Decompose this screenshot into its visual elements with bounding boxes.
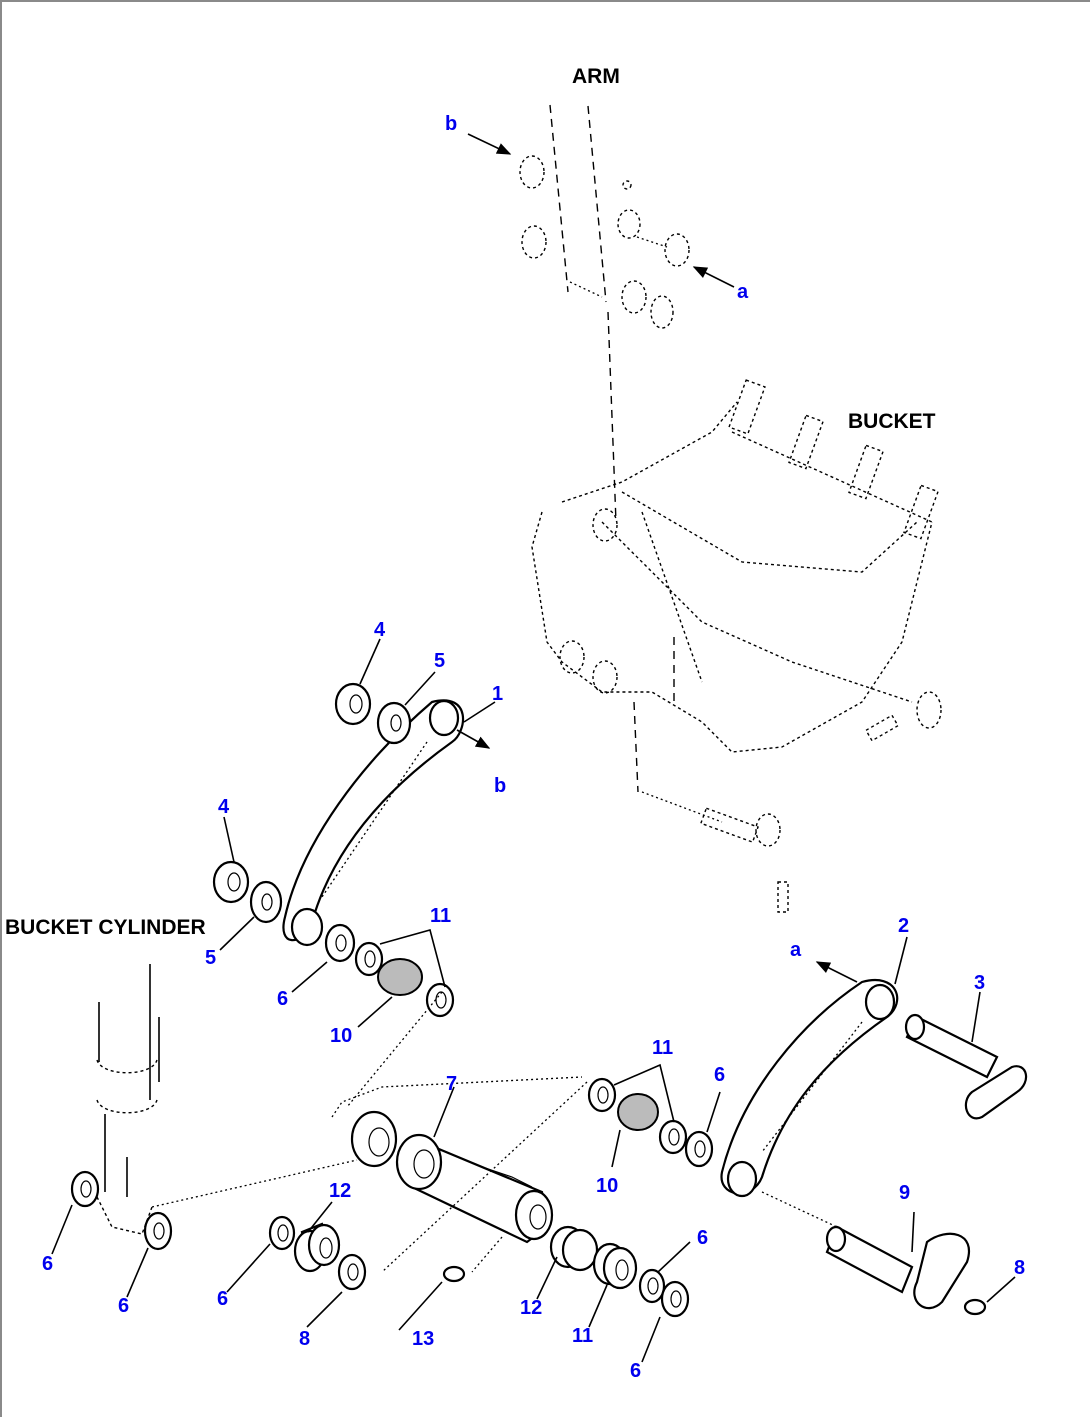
- arrow-a-top: [692, 266, 735, 288]
- bushing-10-upper: [377, 958, 423, 996]
- arrow-a-link: [815, 961, 858, 983]
- ref-b-link: b: [494, 775, 506, 797]
- bushing-13: [549, 1225, 599, 1272]
- ref-a-top: a: [737, 281, 749, 303]
- bucket-phantom: [531, 379, 942, 793]
- callout-11-upper: 11: [430, 905, 451, 927]
- link-part-2: [720, 979, 899, 1198]
- seal-11-upper-a: [354, 941, 384, 977]
- callout-6-cyl-left: 6: [42, 1253, 53, 1275]
- washer-6-cyl-right: [143, 1211, 173, 1251]
- callout-10-mid: 10: [596, 1175, 618, 1197]
- pin-part-9: [825, 1225, 970, 1310]
- seal-11-upper-b: [425, 982, 455, 1018]
- callout-11-lower-left: 6: [217, 1288, 228, 1310]
- callout-5-top: 5: [434, 650, 445, 672]
- callout-1: 1: [492, 683, 503, 705]
- grease-fitting-8-left: [442, 1265, 466, 1283]
- seal-11-mid-b: [658, 1119, 688, 1155]
- washer-5-top: [376, 701, 412, 745]
- arrow-b-top: [467, 133, 512, 155]
- washer-5-bottom: [249, 880, 283, 924]
- arm-phantom: [519, 104, 690, 523]
- callout-4-bottom: 4: [218, 796, 230, 818]
- seal-11-mid-a: [587, 1077, 617, 1113]
- callout-9: 9: [899, 1182, 910, 1204]
- callout-12-left: 12: [329, 1180, 351, 1202]
- callout-3: 3: [974, 972, 985, 994]
- callout-5-bottom: 5: [205, 947, 216, 969]
- washer-6-upper: [324, 923, 356, 963]
- washer-6-mid: [684, 1130, 714, 1168]
- callout-4-top: 4: [374, 619, 386, 641]
- pin-part-7: [350, 1110, 554, 1244]
- washer-6-lower-left: [337, 1253, 367, 1291]
- callout-8-right: 8: [1014, 1257, 1025, 1279]
- nut-4-top: [334, 682, 372, 726]
- ref-b-top: b: [445, 113, 457, 135]
- callout-2: 2: [898, 915, 909, 937]
- arrow-b-link: [456, 729, 491, 749]
- callout-6-lower-left: 8: [299, 1328, 310, 1350]
- callout-10-upper: 10: [330, 1025, 352, 1047]
- bucket-cylinder: [96, 964, 160, 1235]
- callout-6-cyl-right: 6: [118, 1295, 129, 1317]
- bucket-label: BUCKET: [848, 410, 936, 433]
- callout-6-upper: 6: [277, 988, 288, 1010]
- callout-6-mid: 6: [714, 1064, 725, 1086]
- bushing-10-mid: [617, 1093, 659, 1131]
- callout-13: 12: [520, 1297, 542, 1319]
- pin-part-3: [904, 1013, 1028, 1120]
- bucket-cylinder-label: BUCKET CYLINDER: [5, 916, 206, 939]
- nut-4-bottom: [212, 860, 250, 904]
- washer-6-cyl-left: [70, 1170, 100, 1208]
- seal-11-lower-right: [638, 1268, 666, 1304]
- link-part-1: [282, 699, 465, 947]
- bushing-12-lower-right: [592, 1242, 638, 1290]
- callout-12-right: 11: [572, 1325, 593, 1347]
- seal-11-lower-left: [268, 1215, 296, 1251]
- bushing-12-lower-left: [293, 1222, 341, 1273]
- bucket-pin-phantom: [641, 791, 789, 913]
- callout-6-lower-right: 6: [630, 1360, 641, 1382]
- callout-7: 7: [446, 1073, 457, 1095]
- arm-label: ARM: [572, 65, 620, 88]
- ref-a-link: a: [790, 939, 802, 961]
- callout-11-lower-right: 6: [697, 1227, 708, 1249]
- callout-11-mid: 11: [652, 1037, 673, 1059]
- washer-6-lower-right: [660, 1280, 690, 1318]
- grease-fitting-8-right: [963, 1298, 987, 1316]
- callout-8-left: 13: [412, 1328, 434, 1350]
